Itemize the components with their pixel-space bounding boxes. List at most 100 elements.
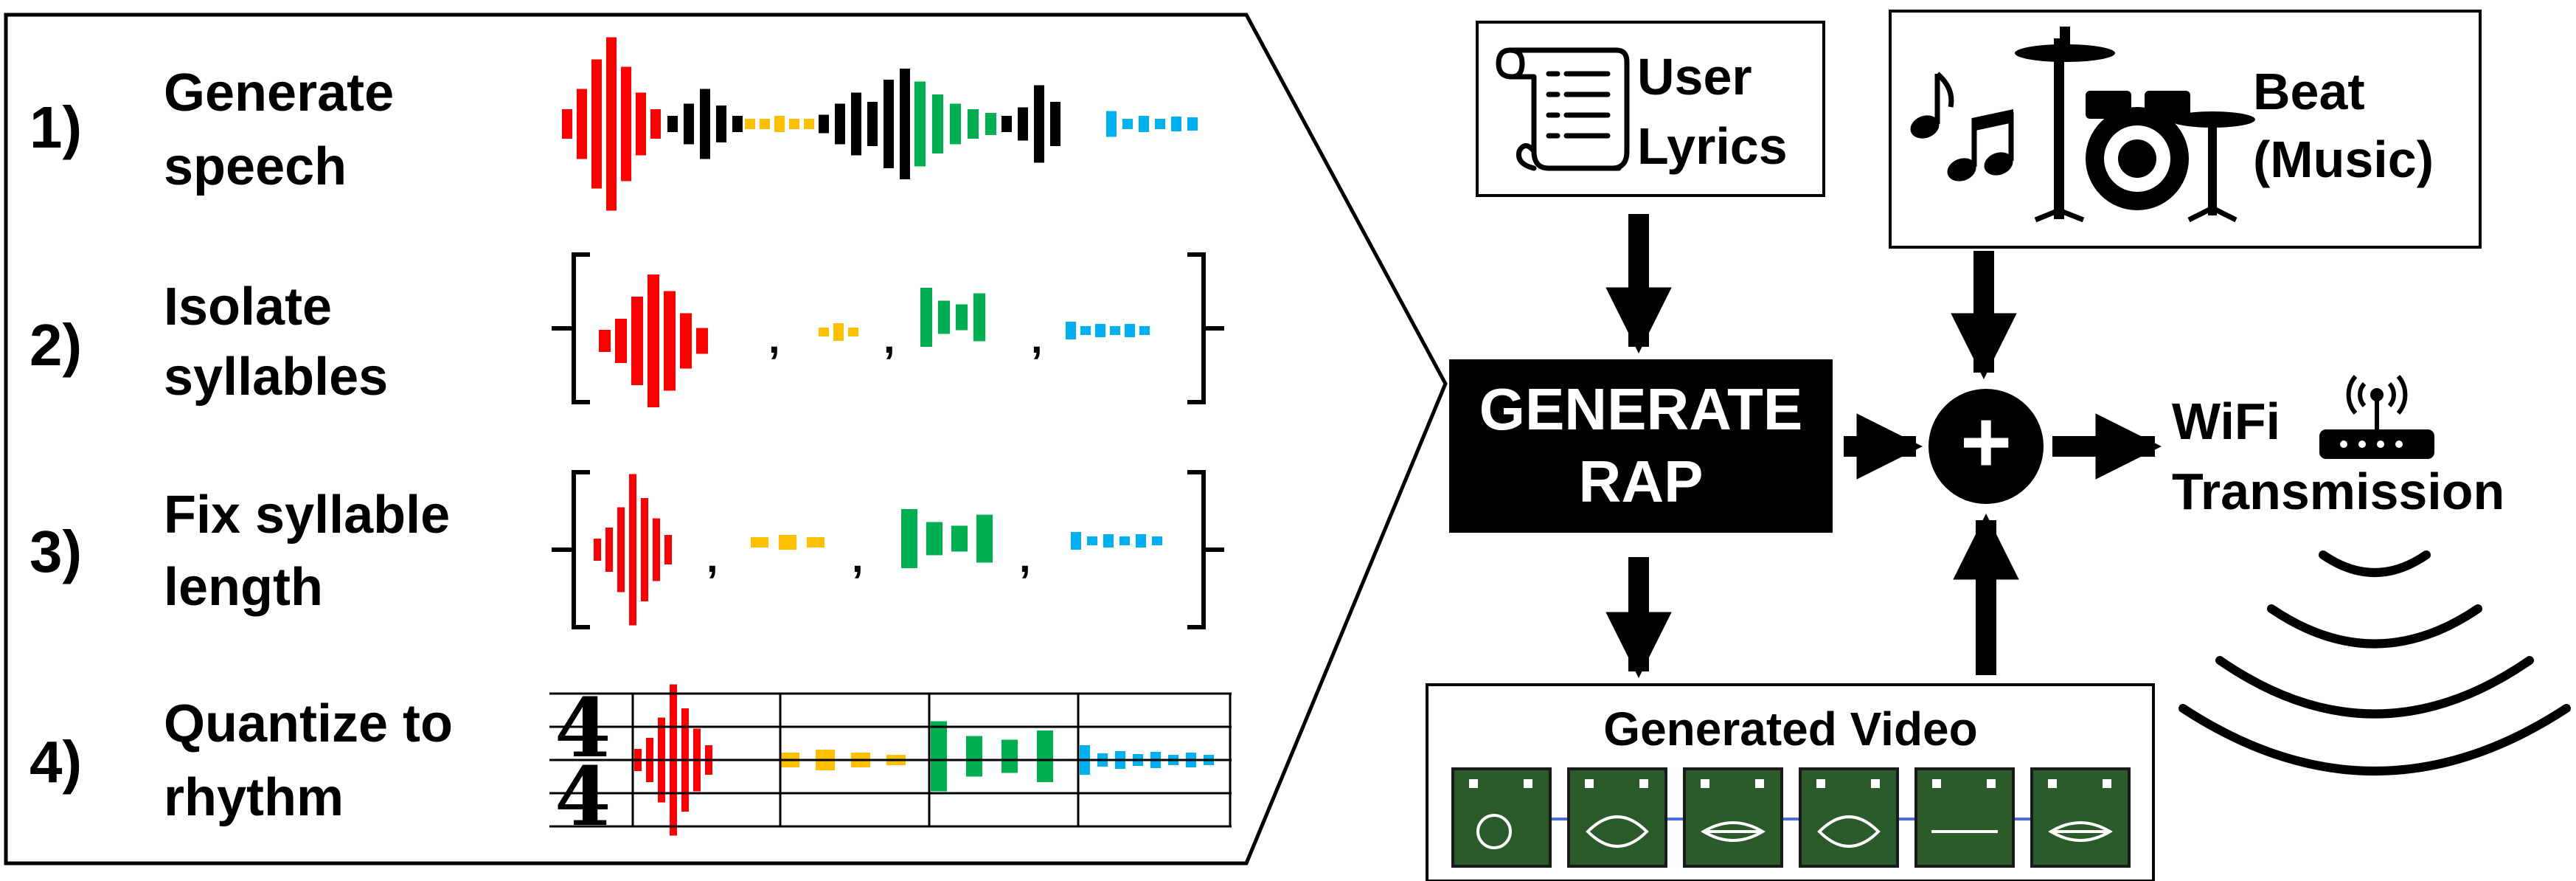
quantized-bar [931,721,947,792]
syllable-bar [848,328,858,336]
drum-kit-icon [2015,27,2255,223]
waveform-bar [867,102,878,146]
step-number: 3) [29,519,82,584]
time-signature-top: 4 [555,680,611,775]
waveform-bar [667,116,678,132]
syllable-bar [664,535,672,564]
isolated-syllables-waveform [599,274,1150,407]
syllable-bar [680,313,692,369]
generated-video-title: Generated Video [1603,702,1977,756]
scroll-icon [1496,47,1630,171]
generate-rap-line1: GENERATE [1479,376,1803,442]
syllable-separators: , , , , , , [707,315,1043,581]
waveform-bar [606,37,617,211]
video-frame [1451,767,1552,868]
waveform-bar [591,59,602,189]
step-title-line1: Isolate [164,277,332,336]
right-bracket [1187,470,1224,629]
generate-rap-block: GENERATE RAP [1449,359,1833,533]
syllable-bar [629,474,636,626]
waveform-bar [760,119,770,129]
avatar-mouth [2048,821,2113,842]
separator-comma: , [707,534,718,581]
right-bracket [1187,252,1224,404]
step-number: 4) [29,729,82,795]
video-frame [1683,767,1783,868]
syllable-bar [779,535,796,550]
avatar-mouth [1817,815,1881,848]
waveform-bar [851,92,861,156]
separator-comma: , [768,315,780,362]
separator-comma: , [852,534,864,581]
waveform-bar [914,81,926,167]
syllable-bar [819,328,829,336]
syllable-bar [605,528,613,572]
wifi-router-icon [2319,375,2434,459]
syllable-bar [1087,536,1097,545]
left-bracket [552,470,590,629]
video-frame [1567,767,1667,868]
wifi-label-line1: WiFi [2172,393,2280,450]
step-title-line2: length [164,558,323,617]
user-lyrics-box: User Lyrics [1476,21,1825,197]
user-lyrics-label-line2: Lyrics [1637,117,1788,175]
mixer-plus-node: + [1928,389,2044,504]
step-3-label: 3) Fix syllable length [29,486,450,617]
generate-rap-line2: RAP [1579,449,1704,514]
syllable-bar [631,297,643,385]
waveform-bar [932,94,943,153]
waveform-bar [1050,102,1060,146]
syllable-bar [1119,536,1130,545]
syllable-bar [1080,326,1091,335]
beat-label-line1: Beat [2253,63,2365,120]
step-title-line2: speech [164,137,347,196]
syllable-bar [976,514,993,563]
quantized-bar [1001,739,1018,773]
syllable-brackets [552,252,1224,629]
syllable-bar [951,525,968,552]
waveform-bar [819,114,829,134]
separator-comma: , [1031,315,1043,362]
waveform-bar [732,116,743,132]
waveform-bar [835,103,845,145]
waveform-bar [716,106,726,142]
waveform-bar [1122,119,1133,129]
detail-callout-panel [4,13,1448,866]
waveform-bar [900,69,910,179]
syllable-bar [1071,532,1081,550]
waveform-bar [621,66,631,182]
waveform-bar [1018,107,1028,141]
user-lyrics-label-line1: User [1637,48,1752,106]
time-signature-bottom: 4 [555,749,611,844]
wifi-label-line2: Transmission [2172,463,2504,520]
waveform-bar [1001,116,1012,132]
speech-waveform [562,37,1198,211]
flow-arrows [1605,214,2162,678]
syllable-bar [615,319,627,363]
step-title-line1: Quantize to [164,694,453,753]
step-number: 1) [29,94,82,160]
fixed-length-syllables-waveform [594,474,1162,626]
syllable-bar [901,509,917,568]
waveform-bar [1171,117,1181,131]
generated-video-panel: Generated Video [1426,683,2155,881]
video-frame [2030,767,2131,868]
wifi-transmission: WiFi Transmission [2172,375,2571,775]
syllable-bar [938,300,950,334]
syllable-bar [1103,534,1114,547]
music-notes-icon [1910,72,2014,182]
syllable-bar [807,537,824,547]
waveform-bar [985,113,996,135]
avatar-mouth [1476,814,1512,849]
waveform-bar [804,119,814,129]
waveform-bar [883,80,894,168]
beat-music-box: Beat (Music) [1889,10,2482,249]
syllable-bar [1125,324,1135,337]
waveform-bar [700,89,710,159]
music-staff [549,692,1232,828]
step-2-label: 2) Isolate syllables [29,277,388,407]
waveform-bar [745,119,755,129]
waveform-bar [968,109,979,139]
waveform-bar [1155,119,1165,129]
syllable-bar [1110,326,1120,335]
